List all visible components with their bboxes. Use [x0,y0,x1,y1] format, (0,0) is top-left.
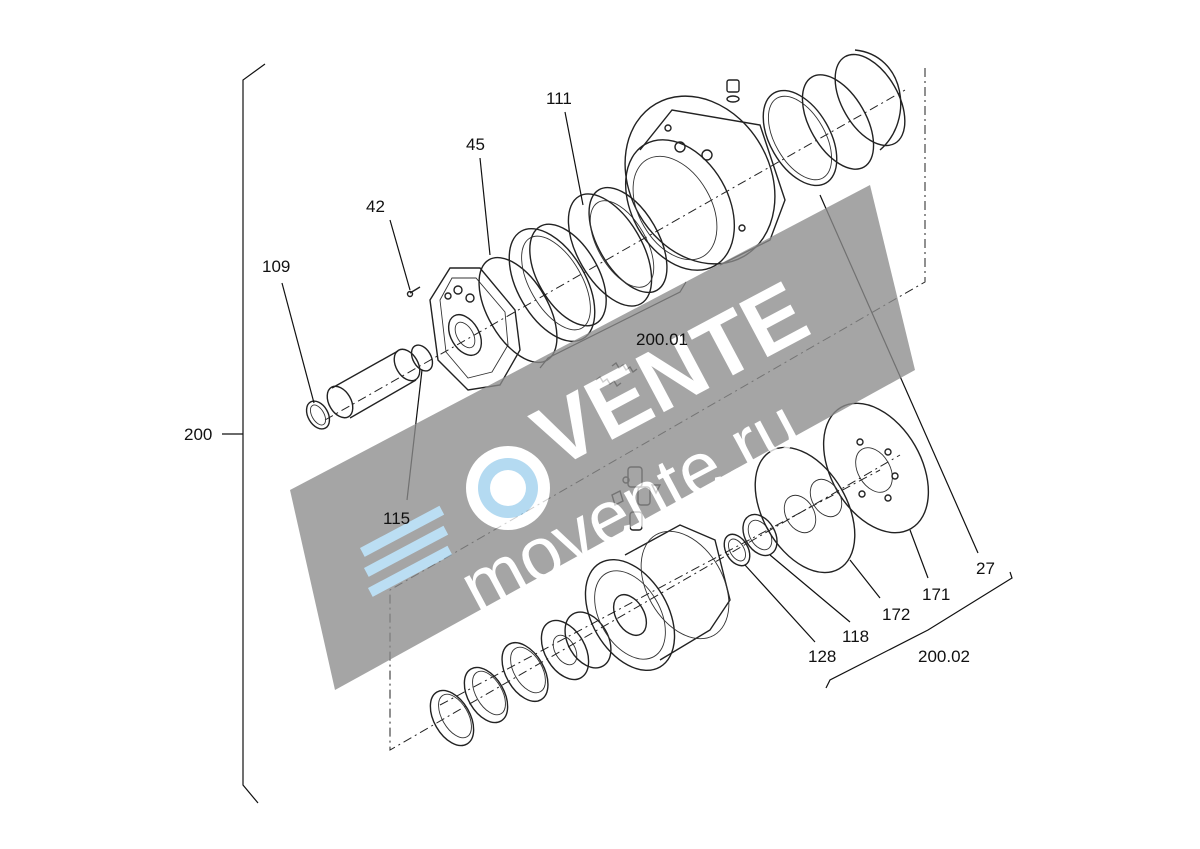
label-200-02: 200.02 [918,647,970,666]
label-200-01: 200.01 [636,330,688,349]
label-109: 109 [262,257,290,276]
label-171: 171 [922,585,950,604]
part-111-seals [567,186,668,307]
part-27-rings [762,49,906,187]
part-gear-housing [584,524,731,672]
label-115: 115 [383,509,410,528]
part-tube [326,348,421,419]
label-128: 128 [808,647,836,666]
part-bearing-rings [429,642,549,747]
part-172-seal [754,446,856,574]
part-hub [540,611,612,681]
assembly-bracket-200 [222,63,266,804]
watermark-logo-icon [466,446,550,530]
part-109-snap-ring [305,400,331,430]
part-housing-cover [429,267,521,391]
label-45: 45 [466,135,485,154]
watermark-banner [290,185,915,690]
part-115-o-ring [410,344,434,372]
label-172: 172 [882,605,910,624]
part-labels: 200 109 42 45 111 200.01 115 27 171 172 … [184,89,995,666]
watermark-stripes-icon [359,505,453,597]
part-breather [726,79,740,103]
subassembly-bracket-200-02 [825,571,1013,689]
label-200: 200 [184,425,212,444]
watermark: VENTE movente.ru [290,185,915,690]
label-111: 111 [546,89,572,108]
part-118-ring [742,513,778,557]
label-27: 27 [976,559,995,578]
label-42: 42 [366,197,385,216]
part-42-screw [406,286,421,298]
label-118: 118 [842,627,869,646]
